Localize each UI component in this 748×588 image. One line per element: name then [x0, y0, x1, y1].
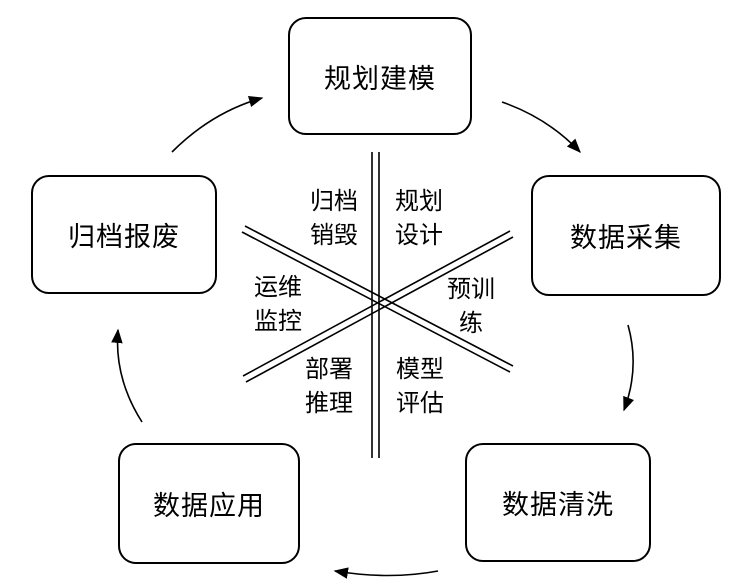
stage-label: 归档报废 — [68, 222, 180, 253]
sector-ops-monitor: 运维 监控 — [254, 273, 302, 335]
arrow-collection-to-cleaning — [623, 324, 634, 412]
sector-deploy-infer: 部署 推理 — [305, 355, 353, 417]
arrow-cleaning-to-application — [333, 567, 439, 579]
arrow-application-to-archive — [111, 328, 143, 423]
stage-label: 数据应用 — [153, 491, 265, 522]
sector-archive-destroy: 归档 销毁 — [310, 187, 358, 249]
stage-data-collection: 数据采集 — [531, 175, 721, 296]
diagonal-divider-b1 — [242, 230, 511, 377]
arrow-archive-to-planning — [171, 95, 264, 153]
diagonal-divider-b2 — [245, 236, 514, 383]
sector-model-eval: 模型 评估 — [396, 355, 444, 417]
arrow-planning-to-collection — [501, 101, 581, 154]
stage-label: 数据采集 — [570, 223, 682, 254]
sector-plan-design: 规划 设计 — [395, 187, 443, 249]
stage-data-cleaning: 数据清洗 — [465, 443, 651, 562]
stage-data-application: 数据应用 — [118, 443, 300, 564]
stage-planning-modeling: 规划建模 — [288, 17, 472, 135]
stage-label: 数据清洗 — [502, 490, 614, 521]
stage-label: 规划建模 — [324, 63, 436, 95]
stage-archive-scrap: 归档报废 — [31, 175, 217, 294]
diagonal-divider-a2 — [244, 225, 514, 367]
diagonal-divider-a1 — [241, 231, 511, 373]
center-star — [241, 152, 514, 458]
sector-pretrain: 预训 练 — [447, 275, 495, 337]
